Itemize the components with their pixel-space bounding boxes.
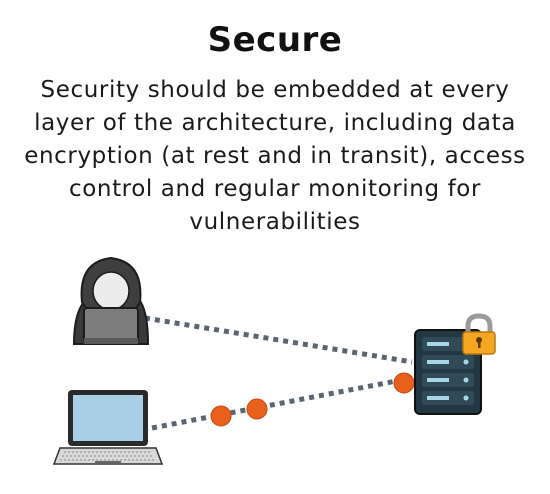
connection-laptop-server xyxy=(151,375,413,431)
data-packet xyxy=(246,398,268,420)
data-packet xyxy=(210,405,232,427)
laptop-icon xyxy=(52,390,164,465)
data-packet xyxy=(393,372,415,394)
padlock-icon xyxy=(462,313,496,355)
hacker-icon xyxy=(72,256,150,345)
connection-hacker-server xyxy=(144,315,413,365)
slide-title: Secure xyxy=(207,20,343,60)
slide-description: Security should be embedded at every lay… xyxy=(24,77,526,235)
